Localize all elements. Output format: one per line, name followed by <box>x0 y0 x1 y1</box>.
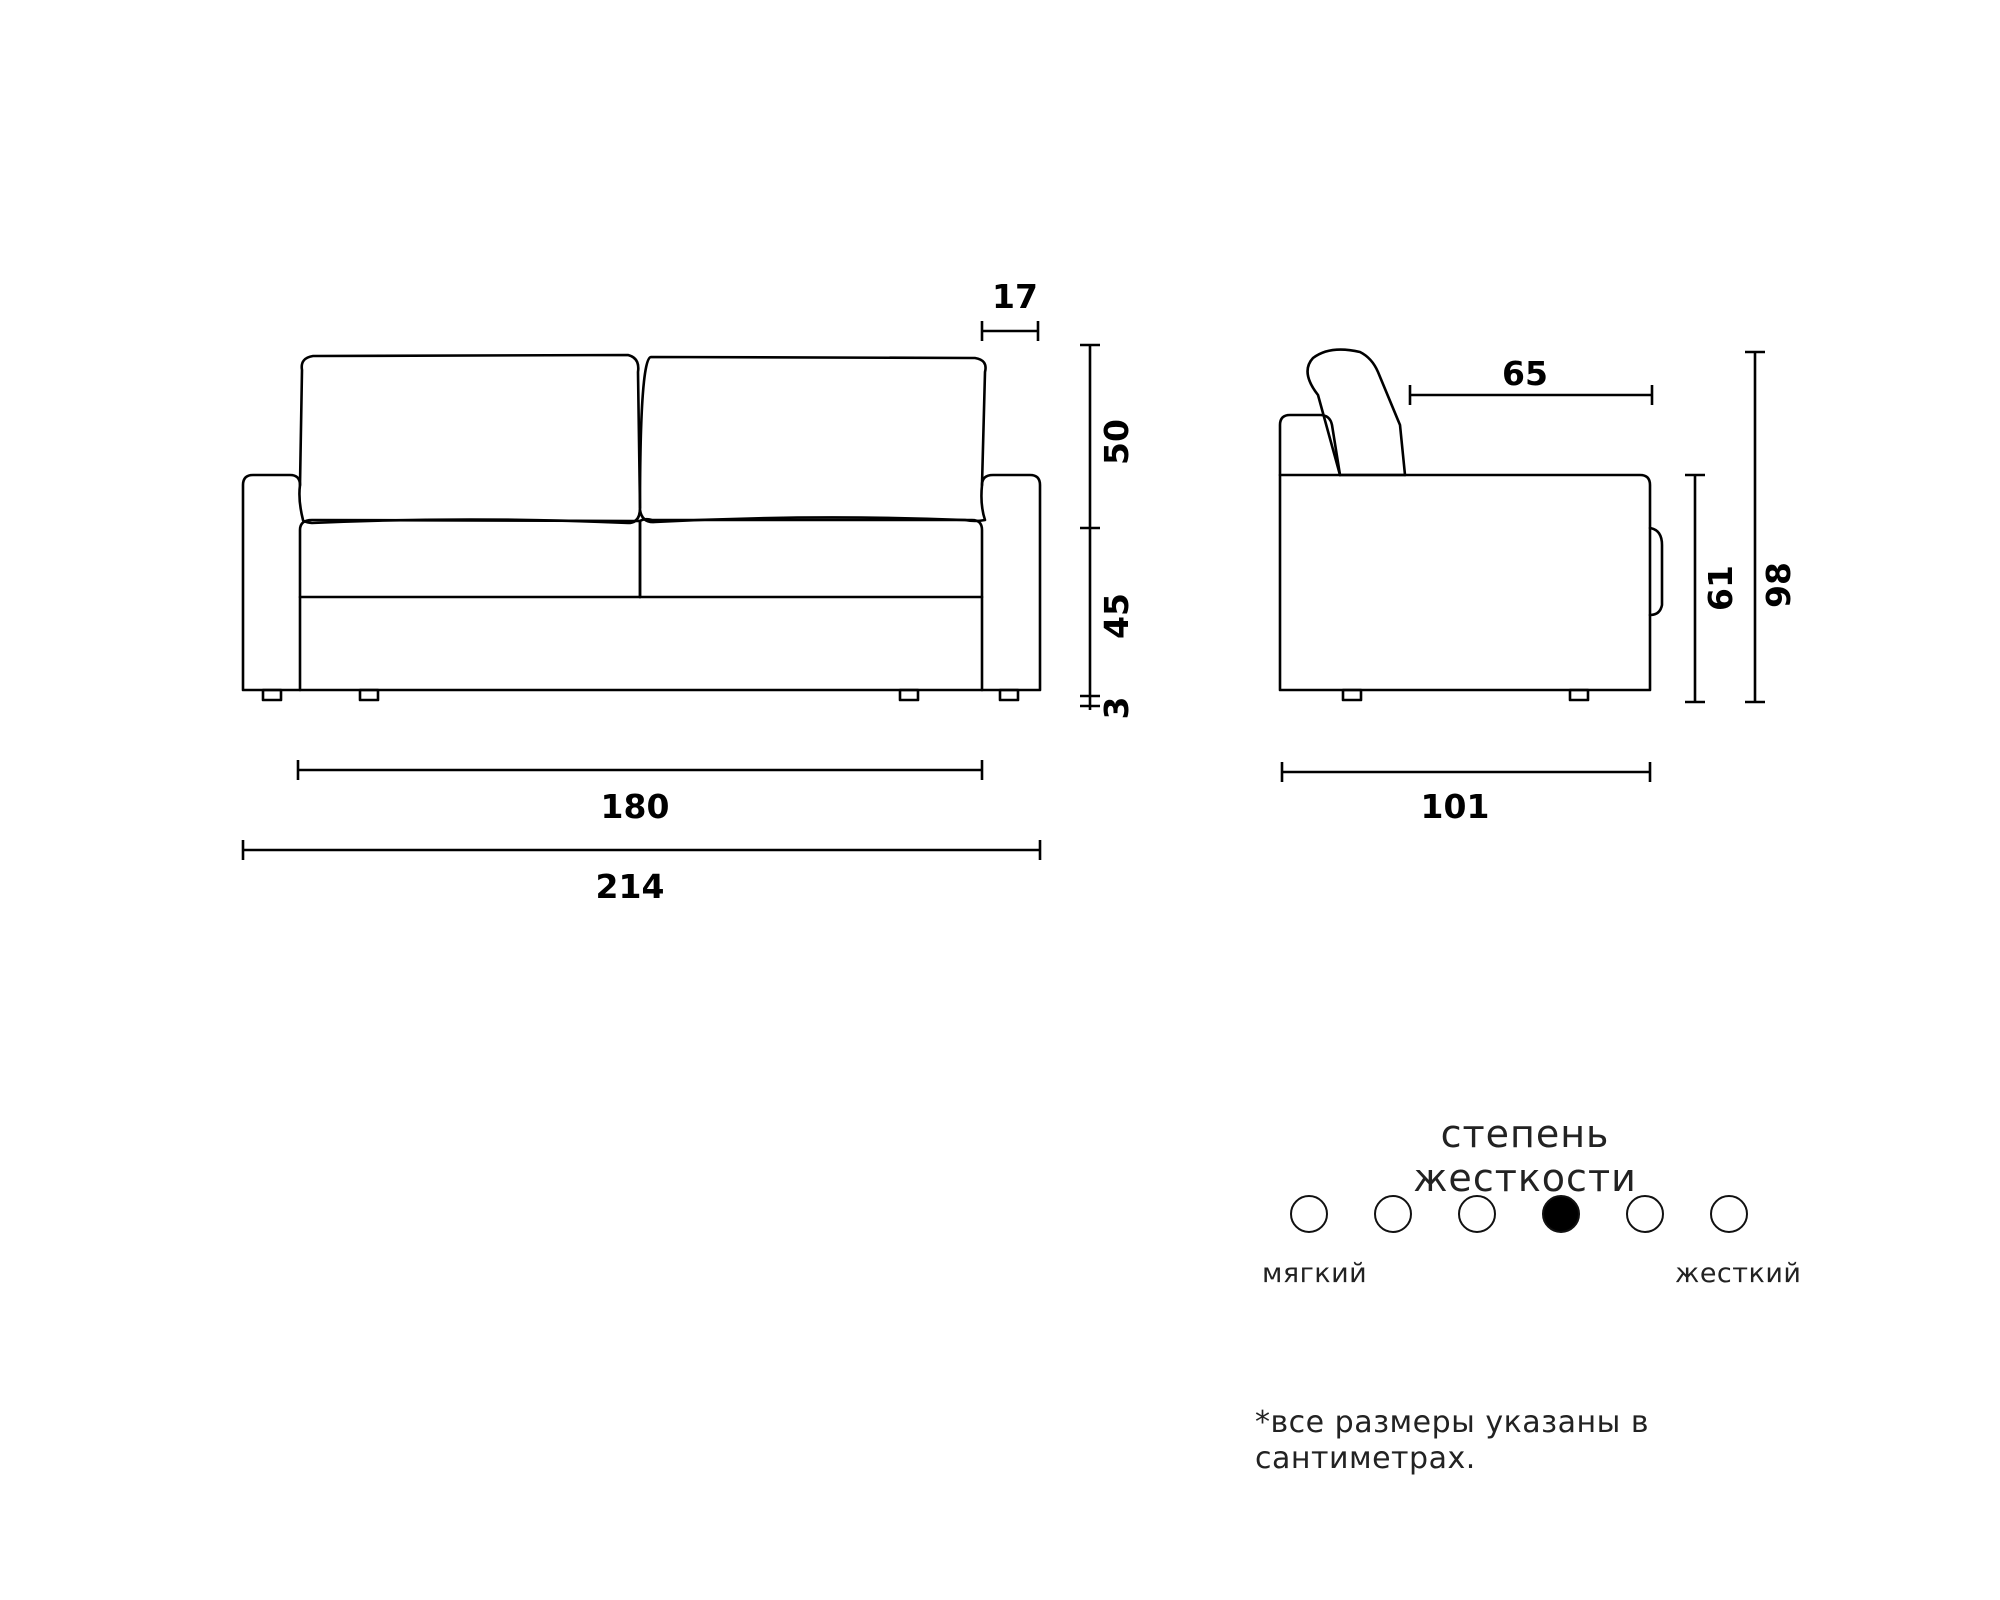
firmness-dot-3 <box>1458 1195 1496 1233</box>
firmness-dot-1 <box>1290 1195 1328 1233</box>
firmness-dot-2 <box>1374 1195 1412 1233</box>
dim-label-total-width: 214 <box>596 867 665 906</box>
firmness-hard-label: жесткий <box>1675 1258 1802 1289</box>
firmness-soft-label: мягкий <box>1262 1258 1368 1289</box>
sofa-side-view <box>1278 348 1664 702</box>
dim-label-total-depth: 101 <box>1421 787 1490 826</box>
dim-label-arm-height: 61 <box>1701 565 1740 611</box>
firmness-title: степень жесткости <box>1413 1112 1637 1200</box>
dim-label-seat-height: 45 <box>1097 593 1136 639</box>
dim-label-total-height: 98 <box>1759 562 1798 608</box>
firmness-scale <box>1290 1195 1770 1237</box>
firmness-dot-4 <box>1542 1195 1580 1233</box>
firmness-dot-6 <box>1710 1195 1748 1233</box>
dim-label-back-thickness: 17 <box>992 277 1038 316</box>
dim-label-leg-height: 3 <box>1097 697 1136 720</box>
dim-label-seat-depth: 65 <box>1502 354 1548 393</box>
units-note: *все размеры указаны в сантиметрах. <box>1255 1405 1650 1476</box>
dimension-lines <box>241 321 1765 860</box>
firmness-dot-5 <box>1626 1195 1664 1233</box>
dim-label-back-height: 50 <box>1097 419 1136 465</box>
sofa-front-view <box>241 353 1042 702</box>
dim-label-seat-width: 180 <box>601 787 670 826</box>
